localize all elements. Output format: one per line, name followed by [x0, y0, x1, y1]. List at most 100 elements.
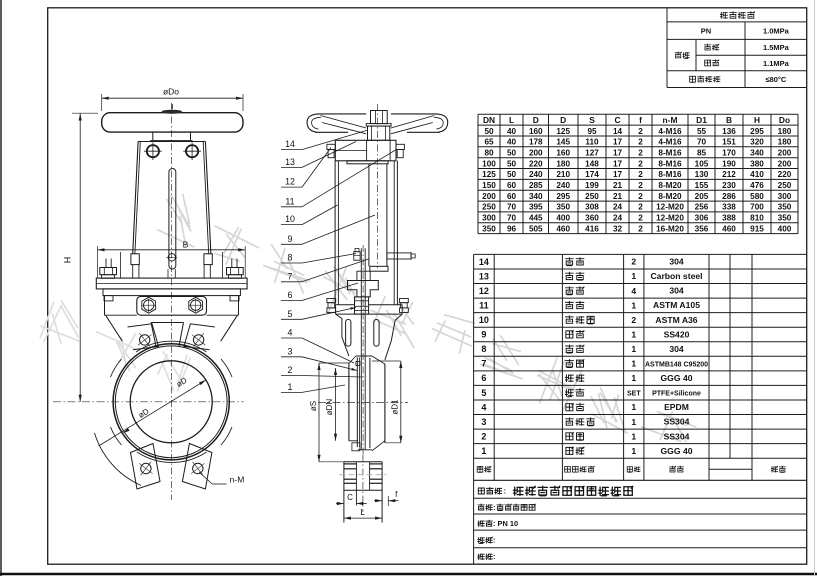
svg-text:13: 13 — [479, 271, 489, 281]
svg-text:80: 80 — [484, 149, 494, 158]
svg-text:14: 14 — [479, 257, 489, 267]
svg-text:2: 2 — [288, 365, 293, 375]
svg-text:SS304: SS304 — [664, 431, 690, 441]
svg-text:1: 1 — [631, 344, 636, 354]
svg-text:1: 1 — [631, 359, 636, 369]
svg-text:178: 178 — [529, 138, 543, 147]
svg-text:240: 240 — [556, 181, 570, 190]
svg-text:70: 70 — [507, 214, 517, 223]
svg-text:D: D — [533, 115, 539, 125]
svg-text:17: 17 — [613, 138, 623, 147]
svg-text:DN: DN — [483, 115, 495, 125]
svg-text:110: 110 — [585, 138, 599, 147]
svg-text:SET: SET — [627, 391, 641, 398]
svg-text:125: 125 — [556, 127, 570, 136]
svg-text:700: 700 — [750, 203, 764, 212]
svg-text:295: 295 — [556, 192, 570, 201]
svg-text:70: 70 — [697, 138, 707, 147]
svg-text:øDo: øDo — [163, 86, 179, 96]
svg-text:60: 60 — [507, 192, 517, 201]
svg-text:915: 915 — [750, 224, 764, 233]
svg-text:40: 40 — [507, 127, 517, 136]
svg-text:350: 350 — [778, 203, 792, 212]
svg-text:1: 1 — [288, 382, 293, 392]
svg-text:3: 3 — [481, 417, 486, 427]
svg-text:130: 130 — [695, 170, 709, 179]
svg-text:GGG 40: GGG 40 — [661, 446, 693, 456]
svg-text:304: 304 — [669, 257, 684, 267]
svg-text:4-M16: 4-M16 — [658, 138, 682, 147]
svg-text:240: 240 — [529, 170, 543, 179]
svg-text:PN: PN — [701, 27, 711, 36]
svg-text:4: 4 — [481, 402, 486, 412]
svg-text:304: 304 — [669, 344, 684, 354]
svg-text:460: 460 — [556, 224, 570, 233]
svg-text:300: 300 — [778, 192, 792, 201]
svg-text:250: 250 — [482, 203, 496, 212]
svg-text:1.0MPa: 1.0MPa — [763, 27, 790, 36]
svg-text:160: 160 — [556, 149, 570, 158]
svg-text:170: 170 — [722, 149, 736, 158]
svg-text:60: 60 — [507, 181, 517, 190]
svg-text:85: 85 — [697, 149, 707, 158]
svg-text:5: 5 — [288, 309, 293, 319]
svg-text:C: C — [347, 493, 353, 502]
svg-text:12-M20: 12-M20 — [656, 214, 684, 223]
svg-text:320: 320 — [750, 138, 764, 147]
svg-text:2: 2 — [638, 203, 643, 212]
svg-text:H: H — [754, 115, 760, 125]
svg-text:14: 14 — [285, 139, 295, 149]
svg-text:145: 145 — [556, 138, 570, 147]
svg-text:308: 308 — [585, 203, 599, 212]
svg-text:505: 505 — [529, 224, 543, 233]
svg-text:2: 2 — [638, 181, 643, 190]
svg-text:9: 9 — [481, 330, 486, 340]
svg-text:17: 17 — [613, 159, 623, 168]
svg-text:2: 2 — [631, 315, 636, 325]
svg-text:285: 285 — [529, 181, 543, 190]
svg-text:Do: Do — [779, 115, 790, 125]
svg-text:416: 416 — [585, 224, 599, 233]
svg-text:1: 1 — [631, 431, 636, 441]
svg-text:32: 32 — [613, 224, 623, 233]
svg-text:174: 174 — [585, 170, 599, 179]
svg-text:50: 50 — [507, 149, 517, 158]
svg-text:8: 8 — [288, 253, 293, 263]
svg-text:220: 220 — [529, 159, 543, 168]
svg-text:304: 304 — [669, 286, 684, 296]
svg-text:136: 136 — [722, 127, 736, 136]
svg-text:810: 810 — [750, 214, 764, 223]
svg-text:476: 476 — [750, 181, 764, 190]
svg-text:350: 350 — [556, 203, 570, 212]
svg-text:200: 200 — [778, 149, 792, 158]
svg-text:1: 1 — [631, 446, 636, 456]
svg-text:6: 6 — [288, 290, 293, 300]
svg-text:95: 95 — [587, 127, 597, 136]
svg-text:L: L — [509, 115, 514, 125]
svg-text:2: 2 — [638, 170, 643, 179]
svg-text:n-M: n-M — [230, 475, 245, 485]
svg-text:4-M16: 4-M16 — [658, 127, 682, 136]
svg-text:300: 300 — [482, 214, 496, 223]
svg-text:2: 2 — [638, 224, 643, 233]
svg-text:380: 380 — [750, 159, 764, 168]
svg-text:14: 14 — [613, 127, 623, 136]
svg-text:220: 220 — [778, 170, 792, 179]
svg-text:12: 12 — [285, 177, 295, 187]
svg-text:65: 65 — [484, 138, 494, 147]
svg-text:445: 445 — [529, 214, 543, 223]
svg-text:125: 125 — [482, 170, 496, 179]
svg-text:50: 50 — [507, 170, 517, 179]
svg-text:8-M20: 8-M20 — [658, 192, 682, 201]
svg-text:øD1: øD1 — [390, 399, 399, 415]
svg-text:199: 199 — [585, 181, 599, 190]
svg-text:250: 250 — [778, 181, 792, 190]
svg-text:1: 1 — [481, 446, 486, 456]
svg-text:10: 10 — [285, 214, 295, 224]
svg-text:180: 180 — [778, 127, 792, 136]
svg-text:EPDM: EPDM — [664, 402, 689, 412]
svg-text::: : — [504, 487, 507, 496]
svg-text:250: 250 — [585, 192, 599, 201]
svg-text:1.1MPa: 1.1MPa — [763, 59, 790, 68]
svg-text:50: 50 — [507, 159, 517, 168]
